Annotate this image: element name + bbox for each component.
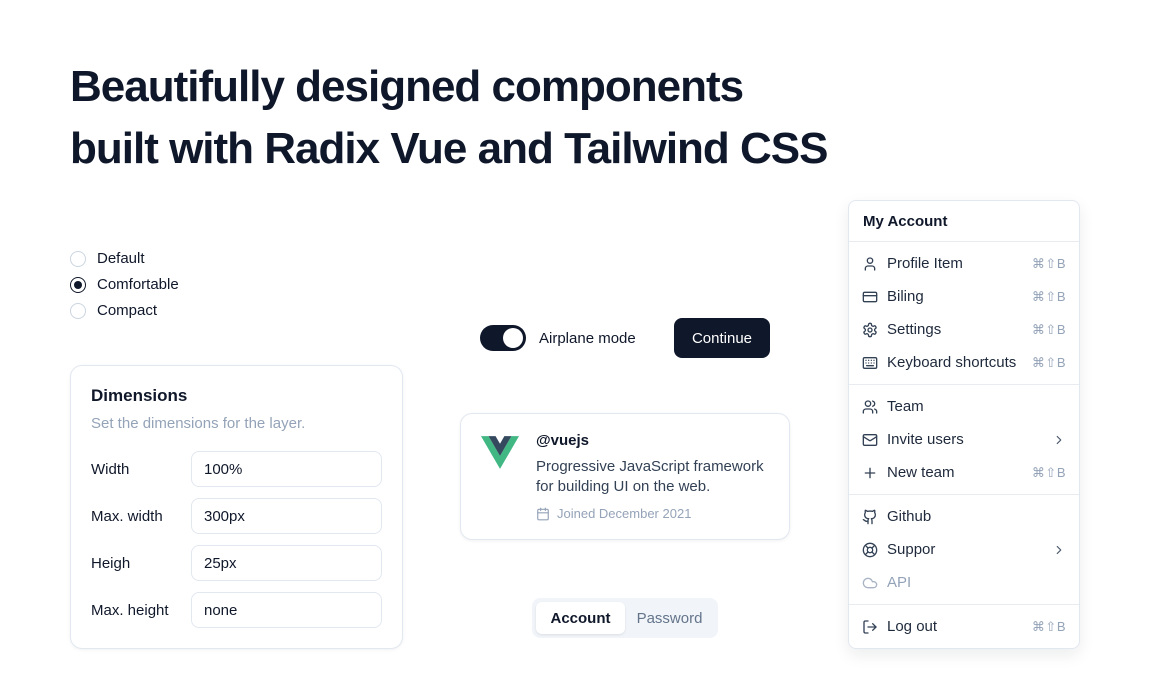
menu-item-api: API xyxy=(849,566,1079,599)
field-row-height: Heigh xyxy=(91,545,382,581)
page-title-line2: built with Radix Vue and Tailwind CSS xyxy=(70,124,828,173)
menu-title: My Account xyxy=(863,213,948,230)
plus-icon xyxy=(864,467,876,478)
menu-item-invite-users[interactable]: Invite users xyxy=(849,423,1079,456)
menu-item-label: Team xyxy=(887,398,924,415)
density-radio-group: Default Comfortable Compact xyxy=(70,250,179,319)
menu-item-logout[interactable]: Log out ⌘⇧B xyxy=(849,610,1079,643)
menu-item-label: Github xyxy=(887,508,932,525)
menu-item-team[interactable]: Team xyxy=(849,390,1079,423)
menu-item-new-team[interactable]: New team ⌘⇧B xyxy=(849,456,1079,489)
radio-icon[interactable] xyxy=(70,302,86,319)
width-input[interactable] xyxy=(191,451,382,487)
menu-group-logout: Log out ⌘⇧B xyxy=(849,605,1079,648)
max-width-input[interactable] xyxy=(191,498,382,534)
airplane-mode-row: Airplane mode xyxy=(480,325,636,351)
gear-icon xyxy=(863,322,877,337)
profile-hover-card: @vuejs Progressive JavaScript framework … xyxy=(460,413,790,540)
account-dropdown-menu: My Account Profile Item ⌘⇧B Biling ⌘⇧B S… xyxy=(848,200,1080,649)
dimensions-subtitle: Set the dimensions for the layer. xyxy=(91,415,306,432)
profile-joined-text: Joined December 2021 xyxy=(557,506,692,521)
lifebuoy-icon xyxy=(862,542,878,557)
vuejs-logo-icon xyxy=(481,436,519,469)
menu-item-label: Invite users xyxy=(887,431,964,448)
airplane-mode-label: Airplane mode xyxy=(539,329,636,347)
menu-shortcut: ⌘⇧B xyxy=(1031,321,1066,337)
dimensions-title: Dimensions xyxy=(91,386,188,405)
toggle-knob xyxy=(503,328,523,348)
menu-item-label: Settings xyxy=(887,321,942,338)
menu-item-label: Log out xyxy=(887,618,938,635)
cloud-icon xyxy=(862,577,878,588)
radio-option-default[interactable]: Default xyxy=(70,250,179,267)
profile-description: Progressive JavaScript framework for bui… xyxy=(536,458,764,495)
menu-item-github[interactable]: Github xyxy=(849,500,1079,533)
keyboard-icon xyxy=(862,356,878,369)
menu-item-keyboard-shortcuts[interactable]: Keyboard shortcuts ⌘⇧B xyxy=(849,346,1079,379)
menu-group-support: Github Suppor API xyxy=(849,495,1079,604)
menu-shortcut: ⌘⇧B xyxy=(1031,464,1066,480)
menu-item-support[interactable]: Suppor xyxy=(849,533,1079,566)
menu-shortcut: ⌘⇧B xyxy=(1031,288,1066,304)
radio-label: Compact xyxy=(97,302,158,319)
continue-button[interactable]: Continue xyxy=(674,318,770,358)
logout-icon xyxy=(863,619,877,634)
credit-card-icon xyxy=(862,291,878,302)
menu-separator xyxy=(849,384,1079,385)
menu-item-settings[interactable]: Settings ⌘⇧B xyxy=(849,313,1079,346)
menu-item-label: API xyxy=(887,574,912,591)
width-label: Width xyxy=(91,460,130,478)
dimensions-card: Dimensions Set the dimensions for the la… xyxy=(70,365,403,649)
radio-label: Comfortable xyxy=(97,276,179,293)
profile-handle[interactable]: @vuejs xyxy=(536,432,589,449)
airplane-mode-toggle[interactable] xyxy=(480,325,526,351)
height-input[interactable] xyxy=(191,545,382,581)
menu-item-label: Suppor xyxy=(887,541,936,558)
profile-card-body: @vuejs Progressive JavaScript framework … xyxy=(536,432,769,521)
account-tabs: Account Password xyxy=(532,598,718,638)
tab-account[interactable]: Account xyxy=(536,602,625,634)
menu-shortcut: ⌘⇧B xyxy=(1031,255,1066,271)
tab-password[interactable]: Password xyxy=(636,609,703,627)
dimensions-fields: Width Max. width Heigh Max. height xyxy=(91,451,382,628)
menu-item-label: Keyboard shortcuts xyxy=(887,354,1017,371)
height-label: Heigh xyxy=(91,554,131,572)
field-row-width: Width xyxy=(91,451,382,487)
menu-group-account: Profile Item ⌘⇧B Biling ⌘⇧B Settings ⌘⇧B… xyxy=(849,242,1079,384)
chevron-right-icon xyxy=(1056,545,1062,554)
page-title: Beautifully designed components built wi… xyxy=(70,56,828,180)
menu-separator xyxy=(849,604,1079,605)
radio-label: Default xyxy=(97,250,145,267)
users-icon xyxy=(862,399,878,414)
profile-joined-row: Joined December 2021 xyxy=(536,506,769,521)
menu-item-label: New team xyxy=(887,464,955,481)
menu-item-label: Biling xyxy=(887,288,924,305)
page-title-line1: Beautifully designed components xyxy=(70,62,744,111)
menu-separator xyxy=(849,241,1079,242)
menu-shortcut: ⌘⇧B xyxy=(1031,354,1066,370)
menu-separator xyxy=(849,494,1079,495)
mail-icon xyxy=(862,433,878,446)
max-height-input[interactable] xyxy=(191,592,382,628)
calendar-icon xyxy=(537,507,549,520)
chevron-right-icon xyxy=(1056,435,1062,444)
radio-checked-icon[interactable] xyxy=(70,276,86,293)
user-icon xyxy=(864,256,876,271)
radio-icon[interactable] xyxy=(70,250,86,267)
menu-item-billing[interactable]: Biling ⌘⇧B xyxy=(849,280,1079,313)
menu-item-profile[interactable]: Profile Item ⌘⇧B xyxy=(849,247,1079,280)
github-icon xyxy=(862,509,877,524)
max-height-label: Max. height xyxy=(91,601,169,619)
menu-item-label: Profile Item xyxy=(887,255,963,272)
menu-group-team: Team Invite users New team ⌘⇧B xyxy=(849,385,1079,494)
field-row-max-width: Max. width xyxy=(91,498,382,534)
max-width-label: Max. width xyxy=(91,507,163,525)
radio-option-compact[interactable]: Compact xyxy=(70,302,179,319)
field-row-max-height: Max. height xyxy=(91,592,382,628)
menu-shortcut: ⌘⇧B xyxy=(1031,618,1066,634)
radio-option-comfortable[interactable]: Comfortable xyxy=(70,276,179,293)
